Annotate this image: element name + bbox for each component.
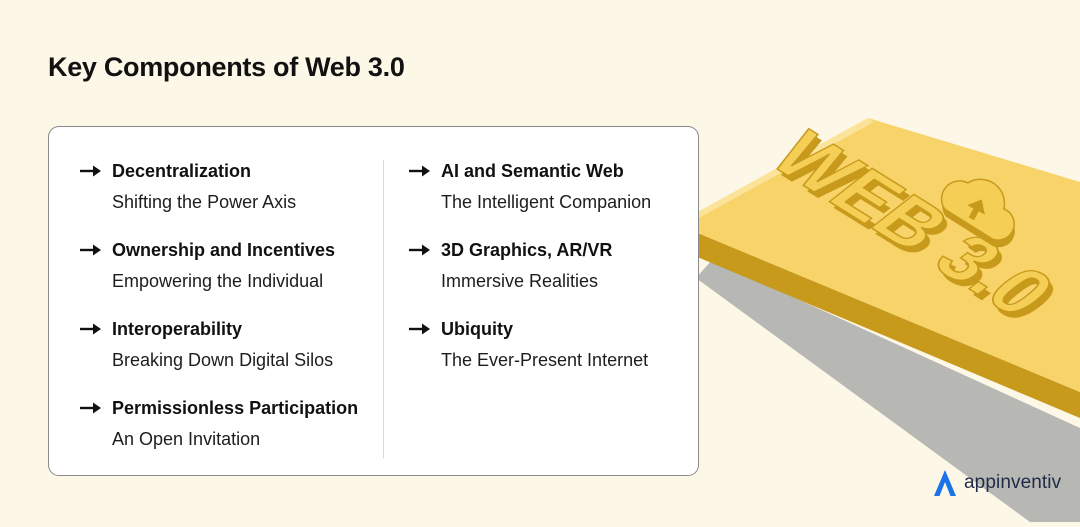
item-title: Ubiquity — [441, 319, 513, 339]
item-title: 3D Graphics, AR/VR — [441, 240, 613, 260]
web3-illustration: WEB 3.0 WEB 3.0 — [640, 110, 1080, 522]
cloud-upload-icon — [940, 178, 1015, 248]
item-subtitle: The Intelligent Companion — [441, 192, 652, 212]
item-title: Permissionless Participation — [112, 398, 359, 418]
item-title: Decentralization — [112, 161, 252, 181]
arrow-right-icon — [80, 323, 101, 335]
item-subtitle: Empowering the Individual — [112, 271, 324, 291]
brand-logo[interactable]: appinventiv — [932, 466, 1061, 500]
column-divider — [383, 160, 384, 458]
components-card: Decentralization Shifting the Power Axis… — [48, 126, 699, 476]
arrow-right-icon — [80, 402, 101, 414]
page-title: Key Components of Web 3.0 — [48, 52, 405, 82]
arrow-right-icon — [409, 244, 430, 256]
item-subtitle: An Open Invitation — [112, 429, 261, 449]
arrow-right-icon — [80, 165, 101, 177]
item-title: AI and Semantic Web — [441, 161, 624, 181]
appinventiv-logo-icon — [934, 470, 956, 496]
item-subtitle: Immersive Realities — [441, 271, 599, 291]
arrow-right-icon — [409, 323, 430, 335]
item-subtitle: Shifting the Power Axis — [112, 192, 297, 212]
item-title: Interoperability — [112, 319, 243, 339]
item-subtitle: The Ever-Present Internet — [441, 350, 649, 370]
arrow-right-icon — [409, 165, 430, 177]
item-subtitle: Breaking Down Digital Silos — [112, 350, 334, 370]
brand-name: appinventiv — [964, 472, 1062, 493]
arrow-right-icon — [80, 244, 101, 256]
item-title: Ownership and Incentives — [112, 240, 336, 260]
